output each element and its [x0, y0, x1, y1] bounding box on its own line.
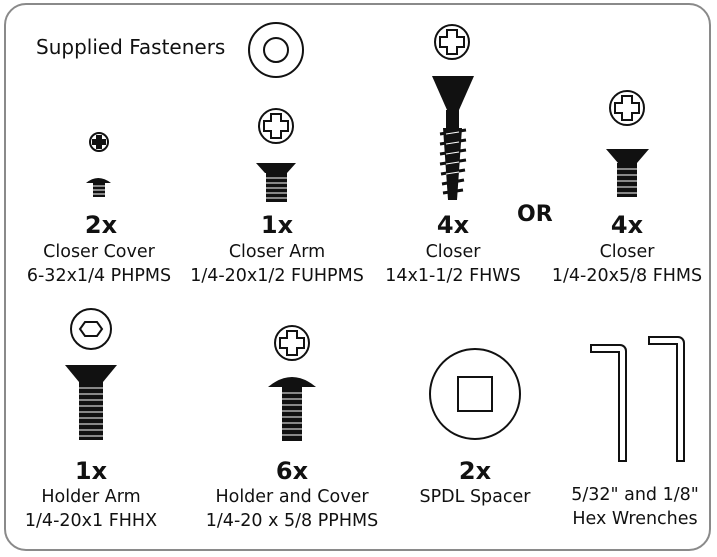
spdl-spacer-name: SPDL Spacer: [419, 487, 531, 507]
closer-cover-name: Closer Cover: [43, 242, 155, 262]
holder-arm-qty: 1x: [74, 457, 108, 485]
closer-cover-screw-icon: [86, 132, 111, 197]
hex-wrench-label: Hex Wrenches: [572, 509, 698, 529]
closer-arm-screw-icon: [248, 22, 304, 202]
fastener-panel: [4, 3, 711, 551]
closer-machine-screw-icon: [606, 90, 649, 197]
closer-arm-qty: 1x: [260, 211, 294, 239]
holder-cover-screw-icon: [268, 325, 316, 441]
holder-arm-screw-icon: [65, 308, 117, 440]
holder-arm-name: Holder Arm: [41, 487, 141, 507]
spdl-spacer-qty: 2x: [458, 457, 492, 485]
holder-cover-spec: 1/4-20 x 5/8 PPHMS: [205, 511, 379, 531]
or-separator: OR: [517, 202, 553, 227]
holder-cover-name: Holder and Cover: [215, 487, 369, 507]
holder-arm-spec: 1/4-20x1 FHHX: [24, 511, 158, 531]
holder-cover-qty: 6x: [275, 457, 309, 485]
closer-wood-spec: 14x1-1/2 FHWS: [385, 266, 521, 286]
closer-wood-qty: 4x: [436, 211, 470, 239]
closer-wood-name: Closer: [425, 242, 481, 262]
closer-arm-name: Closer Arm: [228, 242, 326, 262]
closer-machine-spec: 1/4-20x5/8 FHMS: [551, 266, 703, 286]
closer-machine-name: Closer: [599, 242, 655, 262]
closer-cover-spec: 6-32x1/4 PHPMS: [26, 266, 172, 286]
closer-arm-spec: 1/4-20x1/2 FUHPMS: [190, 266, 364, 286]
hex-wrenches-icon: [590, 336, 685, 462]
spdl-spacer-icon: [429, 348, 521, 440]
closer-cover-qty: 2x: [84, 211, 118, 239]
closer-wood-screw-icon: [432, 24, 474, 200]
closer-machine-qty: 4x: [610, 211, 644, 239]
hex-wrench-sizes: 5/32" and 1/8": [571, 485, 699, 505]
panel-title: Supplied Fasteners: [36, 35, 226, 59]
